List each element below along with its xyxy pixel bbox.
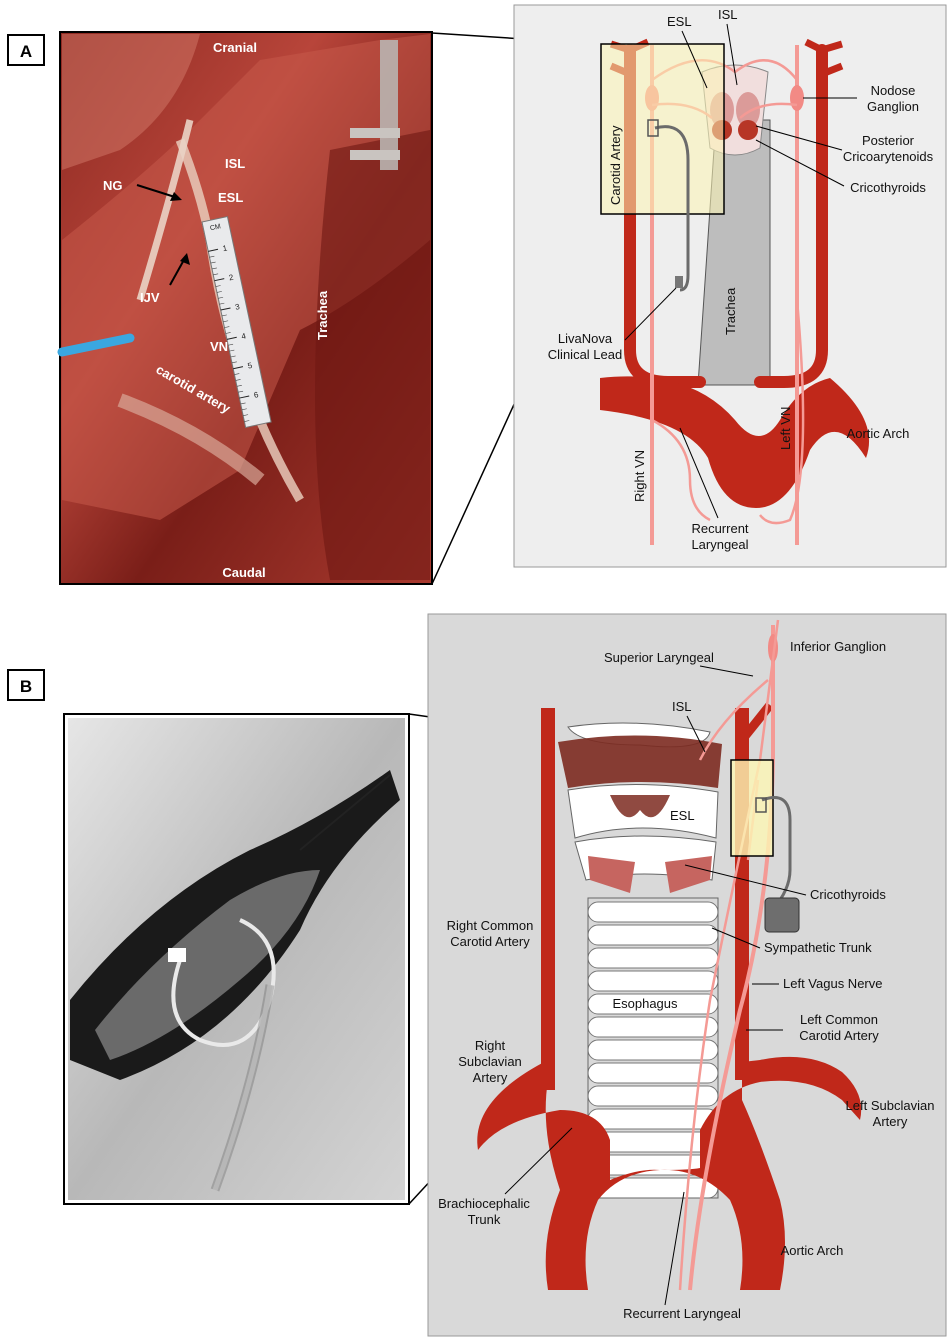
label-livanova-2: Clinical Lead [548, 347, 622, 362]
label-isl-photo: ISL [225, 156, 245, 171]
label-livanova-1: LivaNova [558, 331, 613, 346]
trachea-ring [588, 948, 718, 968]
label-esl-photo: ESL [218, 190, 243, 205]
label-right-sub-3: Artery [473, 1070, 508, 1085]
label-sympathetic-trunk: Sympathetic Trunk [764, 940, 872, 955]
label-recurrent-laryngeal: Recurrent Laryngeal [623, 1306, 741, 1321]
label-trachea-photo: Trachea [315, 290, 330, 340]
label-cranial: Cranial [213, 40, 257, 55]
label-ng: NG [103, 178, 123, 193]
label-aortic-arch-a: Aortic Arch [847, 426, 910, 441]
label-brachio-1: Brachiocephalic [438, 1196, 530, 1211]
label-esl-b: ESL [670, 808, 695, 823]
nodose-left [790, 85, 804, 111]
label-recurrent-2: Laryngeal [691, 537, 748, 552]
trachea-ring [588, 971, 718, 991]
panel-b-letter: B [20, 677, 32, 696]
label-isl-a: ISL [718, 7, 738, 22]
panel-a-letter: A [20, 42, 32, 61]
label-cricothyroids-b: Cricothyroids [810, 887, 886, 902]
trachea-ring [588, 1109, 718, 1129]
label-right-sub-1: Right [475, 1038, 506, 1053]
panel-b: B [8, 614, 946, 1336]
stimulator-device [765, 898, 799, 932]
label-caudal: Caudal [222, 565, 265, 580]
label-left-common-2: Carotid Artery [799, 1028, 879, 1043]
label-nodose-2: Ganglion [867, 99, 919, 114]
panel-a: A CM 123456 Cranial Caudal NG [8, 5, 946, 584]
trachea-ring [588, 925, 718, 945]
label-posterior-1: Posterior [862, 133, 915, 148]
trachea-ring [588, 1040, 718, 1060]
label-left-vagus: Left Vagus Nerve [783, 976, 882, 991]
label-trachea-a: Trachea [723, 287, 738, 335]
label-right-vn: Right VN [632, 450, 647, 502]
label-nodose-1: Nodose [871, 83, 916, 98]
label-brachio-2: Trunk [468, 1212, 501, 1227]
label-posterior-2: Cricoarytenoids [843, 149, 934, 164]
label-vn: VN [210, 339, 228, 354]
label-esophagus: Esophagus [612, 996, 678, 1011]
label-left-vn: Left VN [778, 407, 793, 450]
label-superior-laryngeal: Superior Laryngeal [604, 650, 714, 665]
thyroid-cartilage [558, 735, 722, 788]
label-ijv: IJV [140, 290, 160, 305]
label-right-common-1: Right Common [447, 918, 534, 933]
label-recurrent-1: Recurrent [691, 521, 748, 536]
label-cricothyroids-a: Cricothyroids [850, 180, 926, 195]
label-left-sub-1: Left Subclavian [846, 1098, 935, 1113]
label-left-common-1: Left Common [800, 1012, 878, 1027]
label-esl-a: ESL [667, 14, 692, 29]
label-carotid-a: Carotid Artery [608, 125, 623, 205]
label-right-sub-2: Subclavian [458, 1054, 522, 1069]
label-left-sub-2: Artery [873, 1114, 908, 1129]
label-aortic-arch-b: Aortic Arch [781, 1243, 844, 1258]
panel-b-photo [64, 714, 409, 1204]
panel-a-diagram: Trachea [514, 5, 946, 567]
label-isl-b: ISL [672, 699, 692, 714]
trachea-ring [588, 1017, 718, 1037]
panel-b-diagram: Inferior Ganglion Superior Laryngeal ISL… [428, 614, 946, 1336]
label-right-common-2: Carotid Artery [450, 934, 530, 949]
label-inferior-ganglion: Inferior Ganglion [790, 639, 886, 654]
trachea-ring [588, 902, 718, 922]
